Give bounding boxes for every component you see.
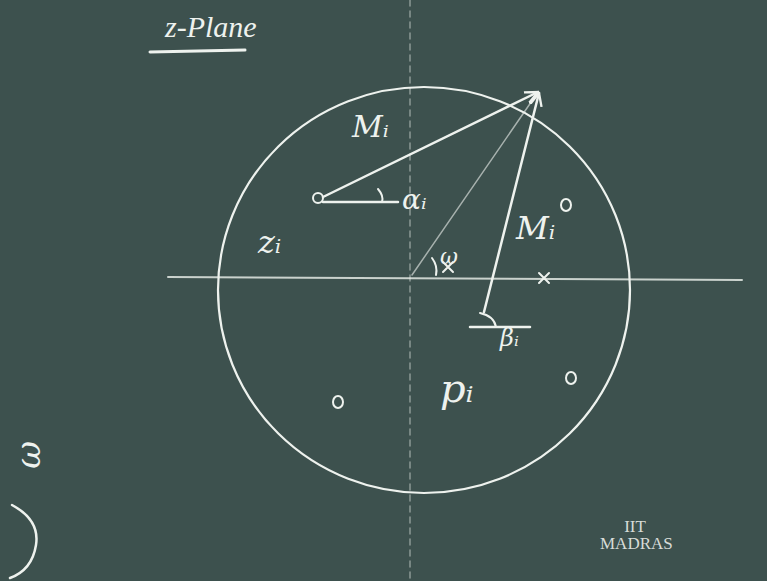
title-underline <box>150 50 245 52</box>
zero-label: zᵢ <box>258 226 281 258</box>
real-axis <box>168 277 742 280</box>
zero-marker <box>313 193 323 203</box>
zero-vector <box>323 92 538 197</box>
angle-label: αᵢ <box>402 186 427 214</box>
angle-label: βᵢ <box>500 326 519 350</box>
pole-label: pᵢ <box>440 368 474 408</box>
frequency-label: ω <box>11 441 45 469</box>
pole-marker <box>539 273 549 283</box>
unit-circle <box>218 87 630 493</box>
plane-title: z-Plane <box>165 12 257 42</box>
omega-arc <box>432 258 437 275</box>
angle-label: ω <box>440 246 458 268</box>
magnitude-label: Mᵢ <box>352 112 389 142</box>
omega-vector <box>412 95 536 275</box>
pole-vector <box>484 93 539 312</box>
angle-reference <box>323 201 398 204</box>
zero-marker <box>561 199 571 211</box>
zero-marker <box>333 396 343 408</box>
brace <box>10 505 37 578</box>
watermark: IIT MADRAS <box>600 518 670 552</box>
zero-marker <box>566 372 576 384</box>
angle-arc <box>378 189 383 202</box>
magnitude-label: Mᵢ <box>516 212 555 244</box>
angle-arc <box>480 313 496 327</box>
